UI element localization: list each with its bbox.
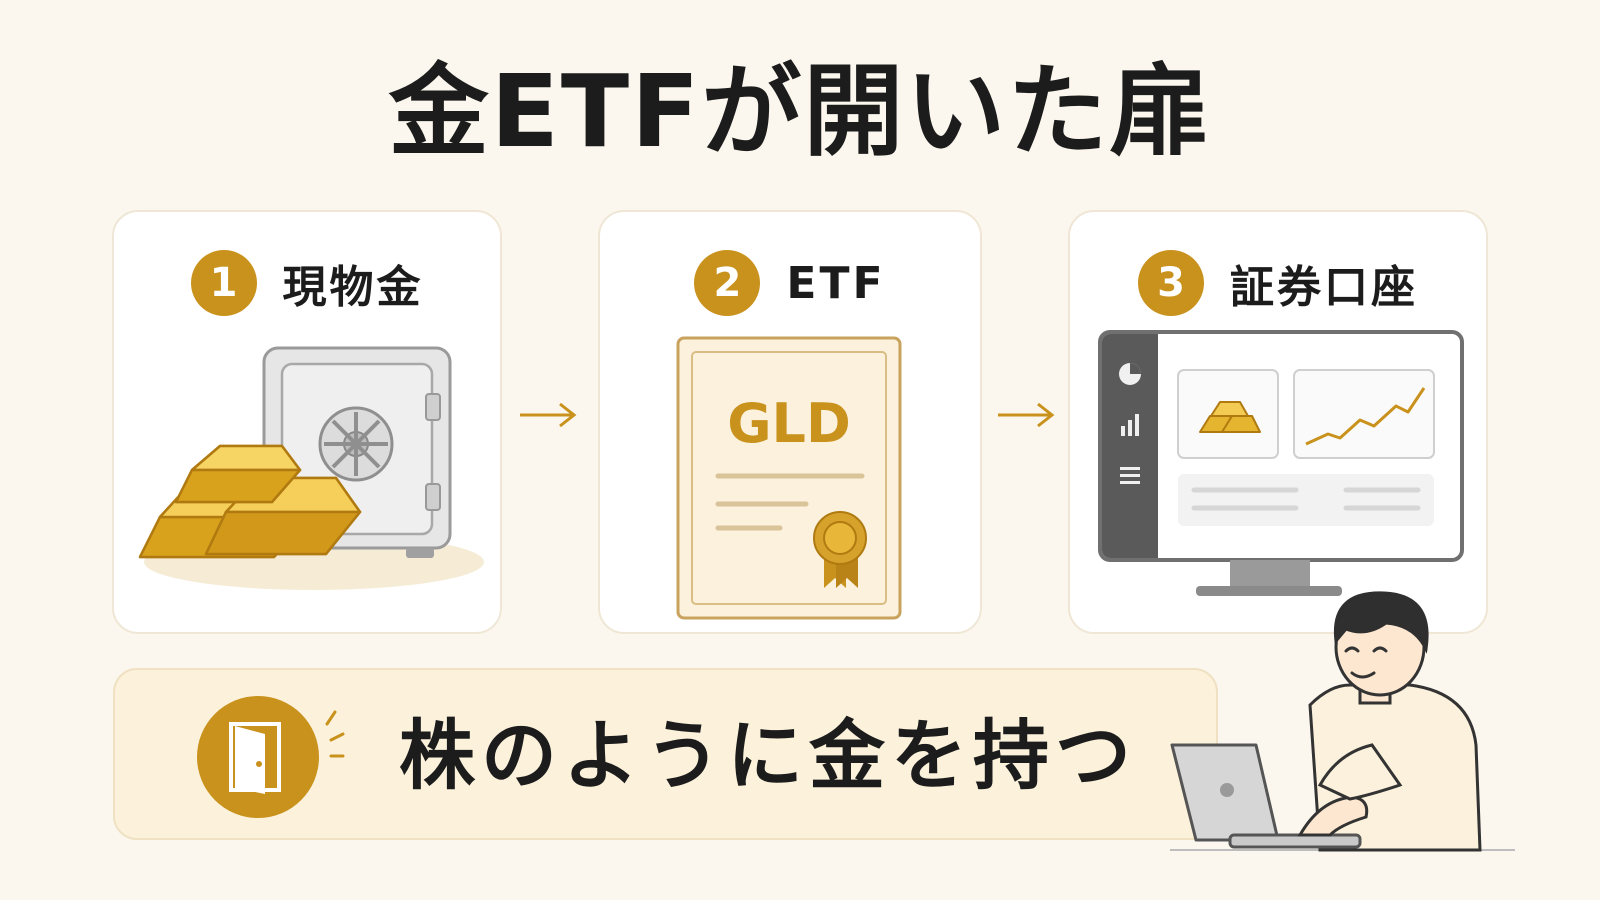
step-card-physical-gold: 1 現物金 <box>112 210 502 634</box>
step-header: 1 現物金 <box>114 250 500 316</box>
step-card-brokerage-account: 3 証券口座 <box>1068 210 1488 634</box>
certificate-icon: GLD <box>676 336 902 620</box>
page-title: 金ETFが開いた扉 <box>388 53 1212 170</box>
step-number-badge: 2 <box>694 250 761 316</box>
certificate-text: GLD <box>727 392 851 455</box>
step-header: 2 ETF <box>600 250 980 316</box>
step-label: 現物金 <box>282 262 424 313</box>
step-label: ETF <box>786 257 886 309</box>
step-card-etf: 2 ETF GLD <box>598 210 982 634</box>
step-number-badge: 1 <box>190 250 257 316</box>
arrow-right-icon <box>518 400 578 434</box>
step-header: 3 証券口座 <box>1070 250 1486 316</box>
arrow-right-icon <box>996 400 1056 434</box>
door-icon <box>197 696 345 818</box>
step-label: 証券口座 <box>1230 262 1418 313</box>
step-number-badge: 3 <box>1138 250 1204 316</box>
person-with-laptop-illustration <box>1170 591 1515 852</box>
gold-safe-icon <box>138 346 484 590</box>
banner-text: 株のように金を持つ <box>399 711 1137 800</box>
trading-monitor-icon <box>1098 330 1464 596</box>
conclusion-banner: 株のように金を持つ <box>113 668 1218 840</box>
